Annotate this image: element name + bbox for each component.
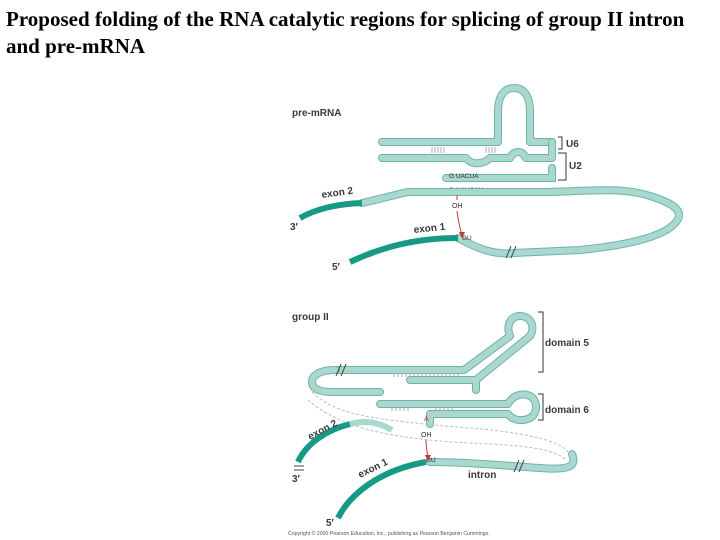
group2-exon2-break [294, 465, 304, 471]
u6-basepairs [431, 147, 496, 153]
group2-panel: group II [292, 311, 589, 529]
premrna-3prime: 3′ [290, 222, 299, 233]
u6-strand [378, 84, 556, 168]
premrna-exon2 [298, 200, 363, 221]
premrna-exon1-label: exon 1 [413, 222, 446, 236]
domain5-strand [308, 312, 537, 396]
domain5-basepairs [393, 373, 459, 377]
premrna-5prime: 5′ [332, 262, 341, 273]
premrna-exon1 [348, 235, 459, 265]
premrna-arrowhead [459, 232, 465, 238]
domain6-label: domain 6 [545, 405, 589, 416]
group2-3prime: 3′ [292, 474, 301, 485]
group2-intron-strand [426, 450, 578, 473]
group2-arrowhead [425, 455, 431, 461]
group2-dashed-intron [307, 391, 569, 461]
premrna-gu: GU [462, 235, 472, 242]
premrna-attack-arrow [456, 195, 463, 236]
figure-title: Proposed folding of the RNA catalytic re… [6, 7, 685, 58]
premrna-panel: pre-mRNA U6 U2 G UACUA [290, 84, 683, 273]
premrna-oh-label: OH [452, 203, 463, 210]
u2-sequence: G UACUA [449, 173, 479, 180]
group2-branch-a: A [424, 416, 429, 423]
u6-label: U6 [566, 139, 579, 150]
group2-break-top [335, 363, 347, 377]
group2-exon1 [335, 459, 427, 520]
premrna-heading: pre-mRNA [292, 108, 341, 119]
group2-gu: GU [426, 457, 436, 464]
premrna-break-mark [505, 245, 517, 259]
group2-exon2 [295, 419, 394, 464]
domain-brackets [538, 311, 544, 421]
premrna-intron-strand [358, 186, 683, 258]
group2-heading: group II [292, 312, 329, 323]
u2-label: U2 [569, 161, 582, 172]
group2-oh-label: OH [421, 432, 432, 439]
group2-5prime: 5′ [326, 518, 335, 529]
u6-u2-brackets [558, 136, 567, 181]
premrna-exon2-label: exon 2 [321, 186, 354, 201]
domain5-label: domain 5 [545, 338, 589, 349]
group2-intron-label: intron [468, 470, 496, 481]
copyright-credit: Copyright © 2000 Pearson Education, Inc.… [288, 530, 490, 537]
domain6-strand [376, 390, 540, 428]
group2-break-bottom [513, 459, 525, 473]
domain6-basepairs [391, 407, 453, 411]
u2-strand [442, 164, 556, 182]
